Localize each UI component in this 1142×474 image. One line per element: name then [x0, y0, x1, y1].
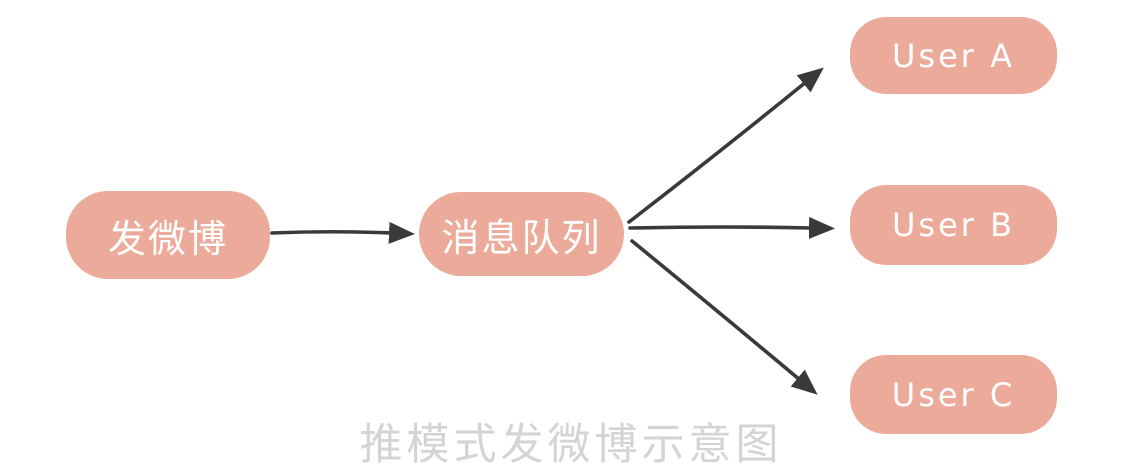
node-message-queue-label: 消息队列 — [441, 215, 602, 260]
node-user-b: User B — [850, 185, 1057, 265]
node-publish-weibo-label: 发微博 — [107, 216, 228, 261]
node-message-queue: 消息队列 — [419, 192, 624, 276]
node-publish-weibo: 发微博 — [66, 191, 270, 279]
arrow-queue-to-user-b — [628, 216, 835, 239]
arrow-queue-to-user-c — [630, 239, 818, 395]
node-user-c-label: User C — [891, 375, 1016, 414]
node-user-c: User C — [850, 355, 1057, 434]
node-user-a: User A — [850, 17, 1057, 94]
arrow-publish-to-queue — [270, 221, 415, 244]
arrow-queue-to-user-a — [627, 67, 824, 224]
node-user-b-label: User B — [891, 206, 1016, 244]
node-user-a-label: User A — [892, 36, 1015, 75]
diagram-caption: 推模式发微博示意图 — [359, 420, 783, 470]
